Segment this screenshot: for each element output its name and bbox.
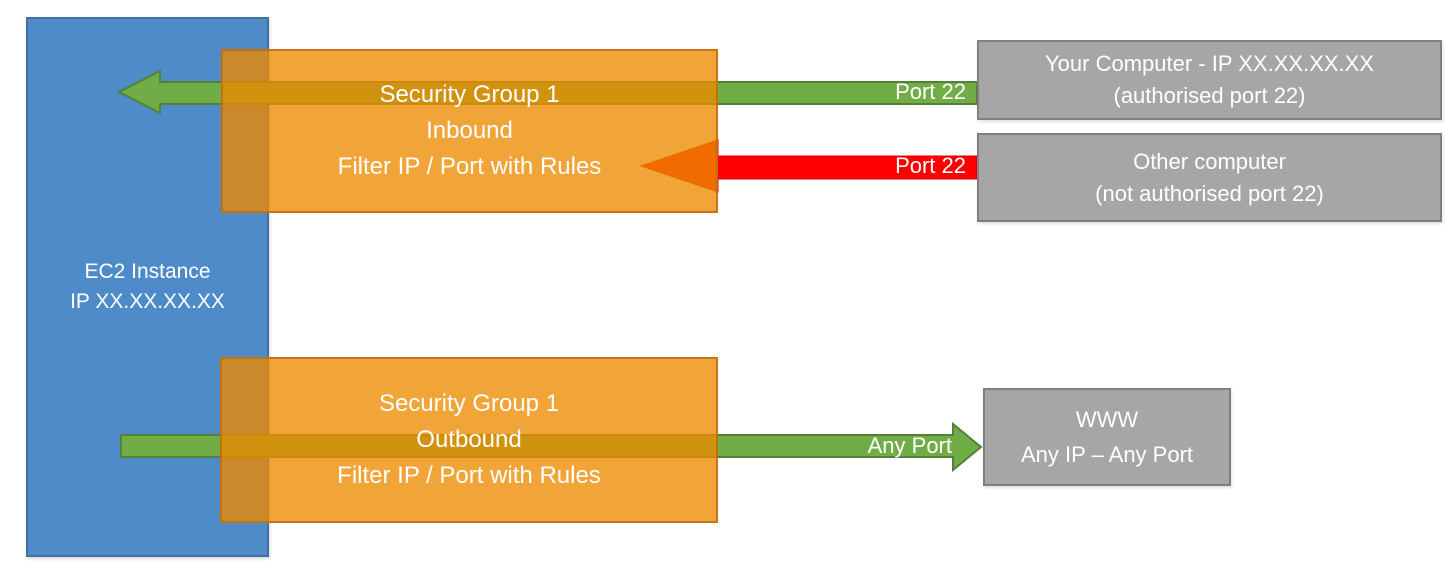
sg-inbound-description: Filter IP / Port with Rules <box>337 153 602 180</box>
other-computer-note: (not authorised port 22) <box>1095 180 1324 206</box>
your-computer-note: (authorised port 22) <box>1113 83 1306 108</box>
sg-outbound-direction: Outbound <box>416 426 522 453</box>
sg-outbound-description: Filter IP / Port with Rules <box>337 462 601 489</box>
your-computer-box: Your Computer - IP XX.XX.XX.XX (authoris… <box>977 40 1442 120</box>
other-computer-title: Other computer <box>1133 148 1286 174</box>
security-group-outbound-box: Security Group 1 Outbound Filter IP / Po… <box>220 357 718 523</box>
sg-inbound-title: Security Group 1 <box>379 81 560 108</box>
ec2-instance-name: EC2 Instance <box>84 260 211 283</box>
inbound-blocked-port-label: Port 22 <box>895 153 966 178</box>
www-box: WWW Any IP – Any Port <box>983 388 1231 486</box>
outbound-port-label: Any Port <box>867 433 952 458</box>
other-computer-box: Other computer (not authorised port 22) <box>977 133 1442 222</box>
www-note: Any IP – Any Port <box>1020 442 1194 467</box>
your-computer-title: Your Computer - IP XX.XX.XX.XX <box>1045 51 1374 76</box>
security-group-inbound-box: Security Group 1 Inbound Filter IP / Por… <box>221 49 718 213</box>
inbound-allowed-port-label: Port 22 <box>895 79 966 104</box>
sg-outbound-title: Security Group 1 <box>378 390 560 417</box>
www-title: WWW <box>1075 407 1139 432</box>
ec2-instance-ip: IP XX.XX.XX.XX <box>70 290 225 313</box>
sg-inbound-direction: Inbound <box>426 117 513 144</box>
